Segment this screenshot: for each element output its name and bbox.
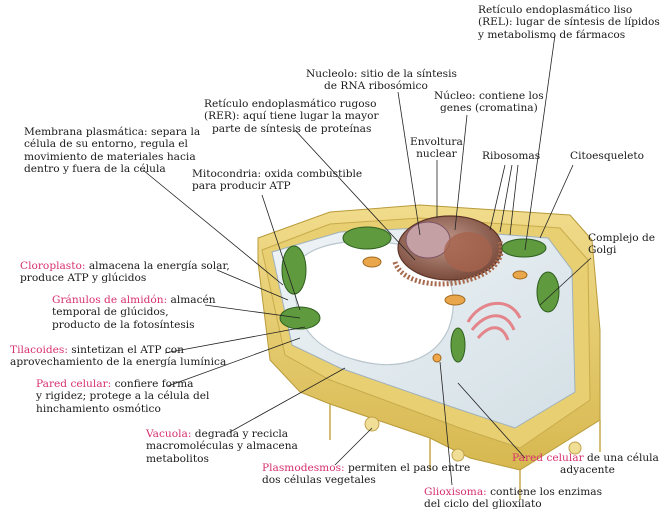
label-cloroplasto-line2: produce ATP y glúcidos (20, 272, 147, 285)
label-rel-line1: Retículo endoplasmático liso (478, 4, 633, 16)
label-pared-adyacente-term: Pared celular (512, 452, 584, 464)
label-pared-term: Pared celular: (36, 378, 112, 390)
label-rer-line2: (RER): aquí tiene lugar la mayor (204, 110, 379, 123)
label-glioxisoma-line2: del ciclo del glioxilato (424, 498, 542, 511)
label-glioxisoma-text: contiene los enzimas (486, 486, 603, 498)
label-cloroplasto-text: almacena la energía solar, (85, 260, 230, 272)
mitochondria (362, 256, 528, 306)
label-tilacoides: Tilacoides: sintetizan el ATP con aprove… (10, 344, 226, 369)
label-rer-line3: parte de síntesis de proteínas (212, 122, 372, 135)
vacuole (294, 240, 454, 366)
label-plasmodesmos-term: Plasmodesmos: (262, 462, 345, 474)
label-pared-line3: hinchamiento osmótico (36, 402, 161, 415)
label-golgi-line2: Golgi (588, 244, 617, 257)
label-rel: Retículo endoplasmático liso (REL): luga… (478, 4, 660, 41)
label-golgi: Complejo de Golgi (588, 232, 655, 257)
label-almidon-text: almacén (167, 294, 216, 306)
label-pared-line2: y rigidez; protege a la célula del (36, 390, 210, 403)
label-cloroplasto: Cloroplasto: almacena la energía solar, … (20, 260, 230, 285)
label-vacuola-term: Vacuola: (146, 428, 192, 440)
label-envoltura: Envoltura nuclear (410, 136, 463, 161)
label-golgi-line1: Complejo de (588, 232, 656, 244)
leader-lines (142, 34, 592, 486)
label-tilacoides-term: Tilacoides: (10, 344, 68, 356)
label-pared-adyacente-text: de una célula (583, 452, 659, 464)
label-almidon-line2: temporal de glúcidos, (52, 306, 169, 319)
label-plasmodesmos-text: permiten el paso entre (344, 462, 471, 474)
label-rel-line3: y metabolismo de fármacos (478, 28, 626, 41)
golgi-apparatus (466, 301, 522, 341)
label-almidon-line3: producto de la fotosíntesis (52, 318, 195, 331)
label-nucleo-line1: Núcleo: contiene los (434, 90, 544, 102)
label-almidon-term: Gránulos de almidón: (52, 294, 168, 306)
label-citoesqueleto: Citoesqueleto (570, 150, 645, 162)
label-envoltura-line2: nuclear (416, 148, 457, 161)
label-mitocondria: Mitocondria: oxida combustible para prod… (192, 168, 362, 193)
glyoxysome (432, 353, 442, 363)
label-rer-line1: Retículo endoplasmático rugoso (204, 98, 377, 110)
label-vacuola-text: degrada y recicla (191, 428, 289, 440)
label-vacuola-line2: macromoléculas y almacena (146, 440, 298, 453)
label-ribosomas: Ribosomas (482, 150, 541, 162)
label-pared-adyacente: Pared celular de una célula adyacente (512, 452, 659, 477)
label-plasmodesmos-line2: dos células vegetales (262, 474, 376, 487)
label-envoltura-line1: Envoltura (410, 136, 463, 148)
label-nucleo-line2: genes (cromatina) (440, 102, 538, 115)
label-pared-text: confiere forma (111, 378, 194, 390)
label-cloroplasto-term: Cloroplasto: (20, 260, 86, 272)
label-membrana-line3: movimiento de materiales hacia (24, 150, 196, 163)
label-almidon: Gránulos de almidón: almacén temporal de… (52, 294, 216, 331)
label-pared-adyacente-line2: adyacente (560, 464, 615, 477)
rough-er (392, 241, 504, 287)
label-nucleo: Núcleo: contiene los genes (cromatina) (434, 90, 544, 115)
label-membrana-line4: dentro y fuera de la célula (24, 163, 166, 176)
label-mitocondria-line2: para producir ATP (192, 180, 291, 193)
nucleus (397, 215, 503, 281)
label-membrana: Membrana plasmática: separa la célula de… (24, 126, 200, 176)
label-nucleolo: Nucleolo: sitio de la síntesis de RNA ri… (306, 68, 457, 93)
chloroplasts (279, 226, 560, 363)
label-mitocondria-line1: Mitocondria: oxida combustible (192, 168, 363, 180)
label-glioxisoma-term: Glioxisoma: (424, 486, 487, 498)
label-pared: Pared celular: confiere forma y rigidez;… (36, 378, 209, 415)
label-vacuola-line3: metabolitos (146, 452, 209, 465)
label-rel-line2: (REL): lugar de síntesis de lípidos (478, 16, 660, 29)
label-nucleolo-line2: de RNA ribosómico (324, 80, 428, 93)
label-tilacoides-line2: aprovechamiento de la energía lumínica (10, 356, 227, 369)
label-nucleolo-line1: Nucleolo: sitio de la síntesis (306, 68, 457, 80)
label-tilacoides-text: sintetizan el ATP con (67, 344, 184, 356)
label-rer: Retículo endoplasmático rugoso (RER): aq… (204, 98, 379, 135)
label-plasmodesmos: Plasmodesmos: permiten el paso entre dos… (262, 462, 470, 487)
label-membrana-line1: Membrana plasmática: separa la (24, 126, 201, 138)
label-vacuola: Vacuola: degrada y recicla macromolécula… (146, 428, 298, 465)
label-glioxisoma: Glioxisoma: contiene los enzimas del cic… (424, 486, 602, 511)
label-membrana-line2: célula de su entorno, regula el (24, 138, 188, 151)
